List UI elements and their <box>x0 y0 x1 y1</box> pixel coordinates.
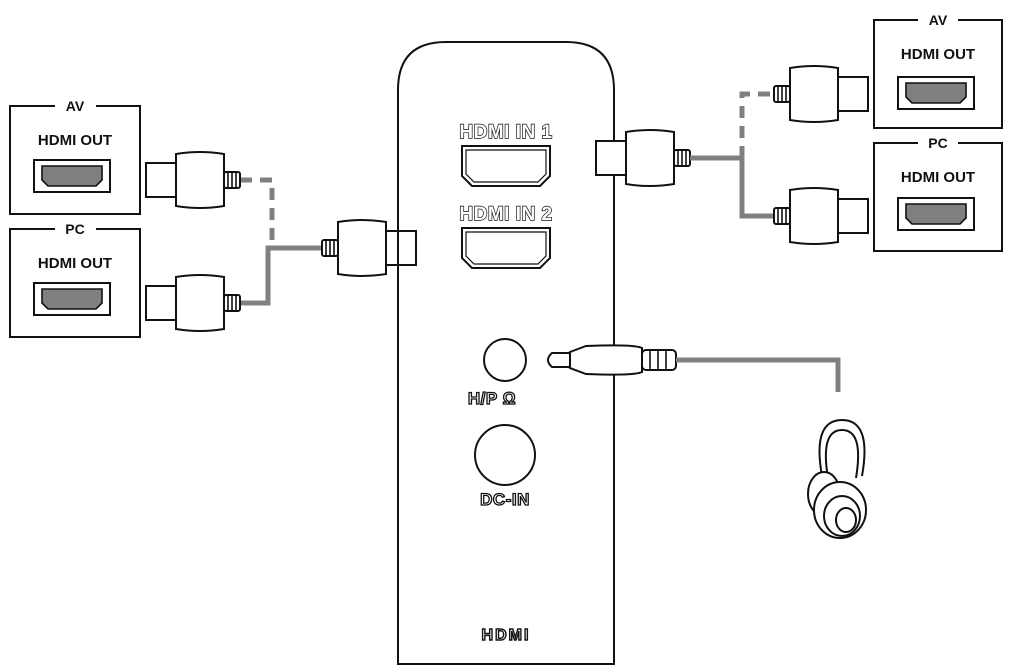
hdmi-in-2-label: HDMI IN 2 <box>459 204 552 225</box>
right-pc-hdmi-out-port <box>897 197 975 231</box>
right-pc-hdmi-plug <box>773 187 869 245</box>
left-av-hdmi-out-label: HDMI OUT <box>38 132 112 149</box>
right-av-hdmi-out-port <box>897 76 975 110</box>
headphone-plug <box>547 344 677 376</box>
monitor-back-panel <box>397 41 615 665</box>
right-av-hdmi-out-label: HDMI OUT <box>901 46 975 63</box>
dc-in-label: DC-IN <box>480 490 530 509</box>
hdmi-in-1-port <box>461 145 551 187</box>
right-pc-source-box: PC HDMI OUT <box>873 135 1003 252</box>
left-pc-title: PC <box>65 221 84 237</box>
left-av-source-box: AV HDMI OUT <box>9 98 141 215</box>
right-av-dashed-cable <box>739 91 774 158</box>
right-av-hdmi-plug <box>773 65 869 123</box>
left-pc-hdmi-out-port <box>33 282 111 316</box>
right-pc-title: PC <box>928 135 947 151</box>
headphone-jack <box>483 338 527 382</box>
left-pc-hdmi-plug <box>146 275 240 331</box>
left-pc-cable <box>240 245 322 306</box>
left-av-hdmi-plug <box>146 152 240 208</box>
right-av-title: AV <box>929 12 948 28</box>
hdmi-logo: HDMI <box>482 627 531 644</box>
right-pc-cable <box>690 155 774 219</box>
headphone-cable <box>676 357 841 392</box>
hdmi-in-1-plug <box>596 130 690 186</box>
left-av-hdmi-out-port <box>33 159 111 193</box>
hdmi-in-2-port <box>461 227 551 269</box>
dc-in-jack <box>474 424 536 486</box>
hdmi-in-1-label: HDMI IN 1 <box>459 122 552 143</box>
left-pc-source-box: PC HDMI OUT <box>9 221 141 338</box>
headphone-label: H/P Ω <box>468 389 516 408</box>
left-pc-hdmi-out-label: HDMI OUT <box>38 255 112 272</box>
left-av-dashed-cable <box>240 177 275 248</box>
hdmi-in-2-plug <box>321 219 417 277</box>
headphones-icon <box>807 418 867 539</box>
right-pc-hdmi-out-label: HDMI OUT <box>901 169 975 186</box>
left-av-title: AV <box>66 98 85 114</box>
right-av-source-box: AV HDMI OUT <box>873 12 1003 129</box>
